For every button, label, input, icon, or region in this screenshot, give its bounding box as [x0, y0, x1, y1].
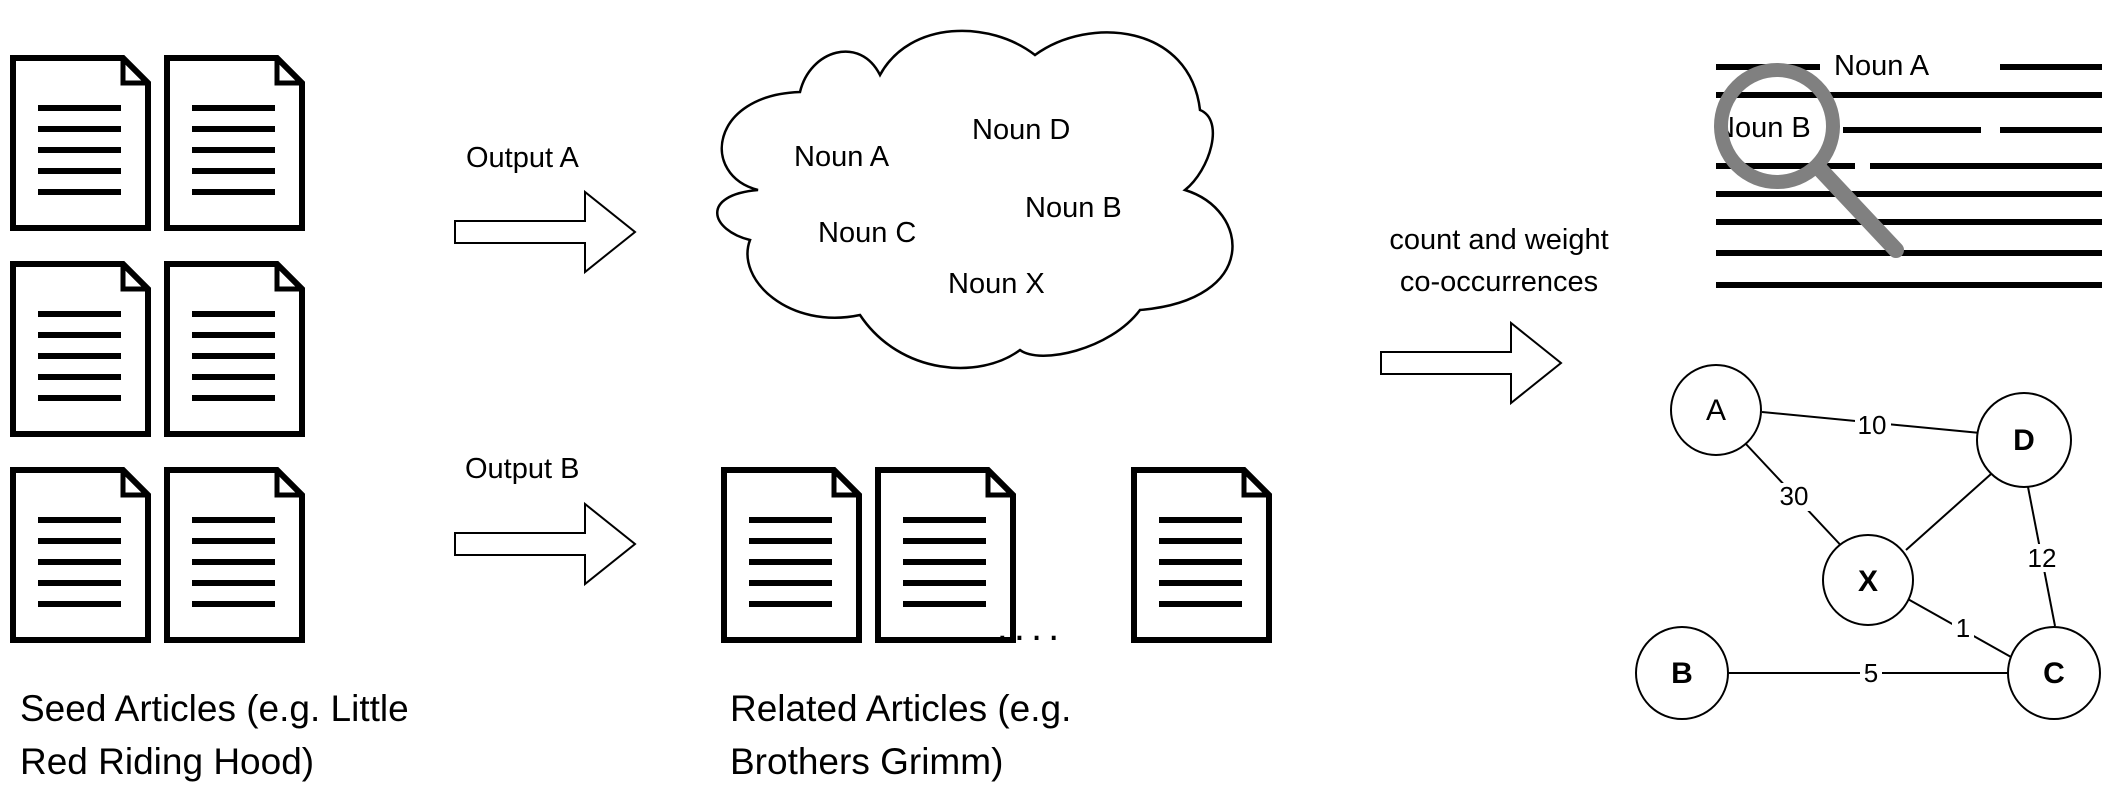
related-document-icon	[1134, 470, 1269, 640]
edge-weight-b-c: 5	[1864, 658, 1878, 688]
related-document-icon	[878, 470, 1013, 640]
graph-node-a-label: A	[1706, 394, 1726, 427]
graph-node-c-label: C	[2043, 657, 2065, 690]
output-a-arrow-icon	[454, 191, 636, 273]
graph-node-x-label: X	[1858, 565, 1878, 598]
seed-document-icon	[13, 58, 148, 228]
cloud-noun: Noun B	[1025, 192, 1122, 224]
graph-node-b	[1635, 626, 1729, 720]
graph-node-a	[1670, 364, 1762, 456]
seed-caption-line1: Seed Articles (e.g. Little	[20, 688, 409, 729]
seed-document-icon	[167, 470, 302, 640]
edge-weight-x-c: 1	[1956, 613, 1970, 643]
seed-caption-line2: Red Riding Hood)	[20, 741, 314, 782]
cloud-noun: Noun C	[818, 217, 916, 249]
count-label-line1: count and weight	[1389, 224, 1608, 256]
graph-node-x	[1822, 534, 1914, 626]
magnifier-icon	[1714, 63, 1904, 258]
cooccurrence-graph: 10 30 12 1 5 A D X B C	[1635, 364, 2101, 720]
seed-documents	[13, 58, 302, 640]
related-document-icon	[724, 470, 859, 640]
related-ellipsis: ....	[997, 605, 1065, 649]
seed-document-icon	[167, 264, 302, 434]
graph-node-c	[2007, 626, 2101, 720]
edge-weight-a-d: 10	[1858, 410, 1887, 440]
cloud-shape	[716, 29, 1234, 370]
noun-cloud: Noun A Noun D Noun C Noun B Noun X	[716, 29, 1234, 370]
output-b-arrow-icon	[454, 503, 636, 585]
graph-node-b-label: B	[1671, 657, 1693, 690]
graph-node-d-label: D	[2013, 424, 2035, 457]
seed-document-icon	[13, 264, 148, 434]
search-noun-a: Noun A	[1834, 50, 1930, 82]
output-a-label: Output A	[466, 142, 580, 174]
cloud-noun: Noun D	[972, 114, 1070, 146]
seed-document-icon	[13, 470, 148, 640]
count-arrow-icon	[1380, 322, 1562, 404]
related-caption-line1: Related Articles (e.g.	[730, 688, 1071, 729]
seed-document-icon	[167, 58, 302, 228]
search-noun-b: Noun B	[1714, 112, 1811, 144]
text-search-panel: Noun A Noun B	[1714, 50, 2102, 288]
graph-node-d	[1976, 392, 2072, 488]
cloud-noun: Noun X	[948, 268, 1045, 300]
edge-weight-d-c: 12	[2028, 543, 2057, 573]
count-label-line2: co-occurrences	[1400, 266, 1598, 298]
related-caption-line2: Brothers Grimm)	[730, 741, 1003, 782]
output-b-label: Output B	[465, 453, 579, 485]
cloud-noun: Noun A	[794, 141, 890, 173]
edge-weight-a-x: 30	[1780, 481, 1809, 511]
